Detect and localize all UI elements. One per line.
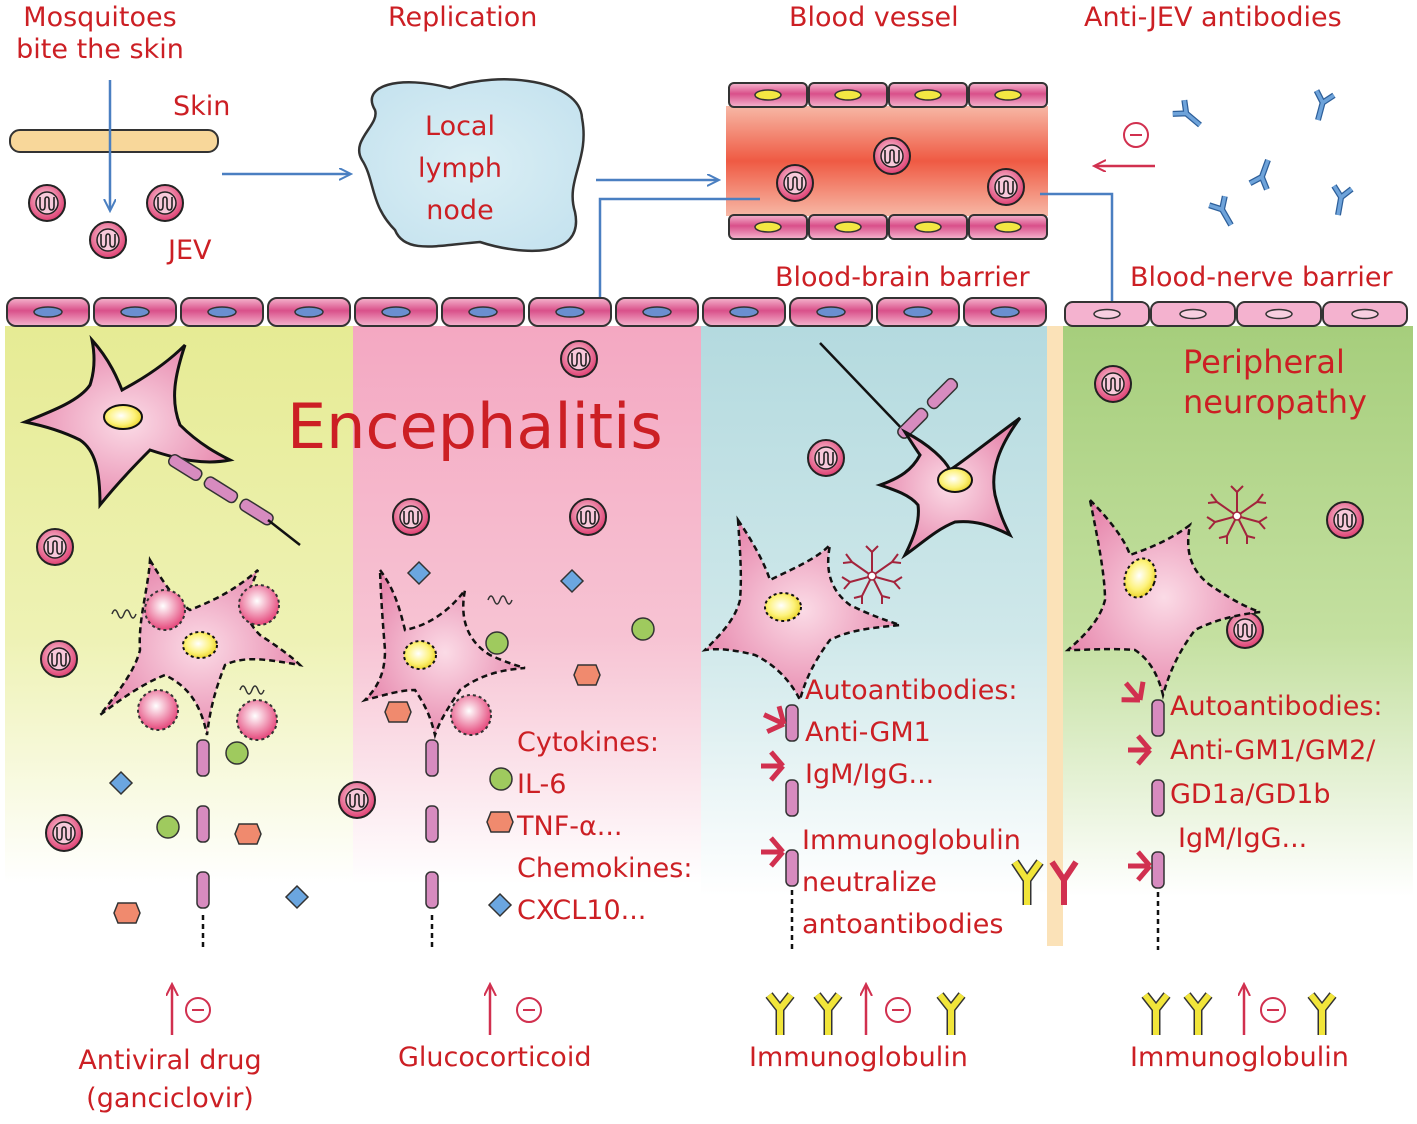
label-bbb: Blood-brain barrier xyxy=(775,262,1030,293)
jev-virus-2 xyxy=(89,221,127,259)
label-peripheral-neuropathy: Peripheral neuropathy xyxy=(1183,343,1367,421)
blood-nerve-barrier-cells xyxy=(1064,301,1408,327)
label-immunoglobulin-neutralize: Immunoglobulin neutralize antoantibodies xyxy=(802,825,1021,940)
blood-brain-barrier-cells xyxy=(6,297,1047,327)
panel1-neurons xyxy=(19,334,376,950)
arrow-to-nerve xyxy=(1040,192,1112,350)
label-glucocorticoid: Glucocorticoid xyxy=(398,1042,592,1073)
label-bnb: Blood-nerve barrier xyxy=(1130,262,1393,293)
blood-vessel xyxy=(726,82,1048,240)
label-immunoglobulin-cns: Immunoglobulin xyxy=(749,1042,968,1073)
anti-jev-antibody-2 xyxy=(1309,91,1334,123)
jev-virus-3 xyxy=(146,184,184,222)
label-replication: Replication xyxy=(388,2,538,33)
label-mosquitoes: Mosquitoes bite the skin xyxy=(16,2,184,65)
anti-jev-antibody-3 xyxy=(1250,157,1276,189)
label-encephalitis: Encephalitis xyxy=(287,390,663,463)
skin-layer xyxy=(9,129,219,153)
jev-virus-1 xyxy=(28,184,66,222)
panel4-neurons xyxy=(1064,365,1364,950)
panel3-neurons xyxy=(701,342,1079,950)
bottom-therapies xyxy=(172,985,1333,1035)
label-blood-vessel: Blood vessel xyxy=(789,2,959,33)
panel-gap xyxy=(1047,326,1063,946)
label-lymph-node: Local lymph node xyxy=(417,111,503,226)
label-autoantibodies-pns: Autoantibodies: Anti-GM1/GM2/ GD1a/GD1b … xyxy=(1170,691,1383,854)
label-jev: JEV xyxy=(168,235,212,266)
lymph-node-shape xyxy=(358,78,585,253)
anti-jev-antibody-1 xyxy=(1173,100,1206,132)
label-autoantibodies-cns: Autoantibodies: Anti-GM1 IgM/IgG... xyxy=(805,675,1018,790)
anti-jev-antibody-4 xyxy=(1209,196,1239,229)
anti-jev-antibody-5 xyxy=(1329,186,1352,217)
label-cytokines: Cytokines: IL-6 TNF-α... Chemokines: CXC… xyxy=(517,727,693,926)
inhibit-sign-top xyxy=(1123,122,1149,148)
label-immunoglobulin-pns: Immunoglobulin xyxy=(1130,1042,1349,1073)
label-anti-jev: Anti-JEV antibodies xyxy=(1084,2,1342,33)
panel2-neurons xyxy=(360,340,655,950)
label-skin: Skin xyxy=(173,91,231,122)
label-antiviral-drug: Antiviral drug (ganciclovir) xyxy=(78,1045,262,1114)
neutralizing-immunoglobulin xyxy=(1011,859,1079,905)
